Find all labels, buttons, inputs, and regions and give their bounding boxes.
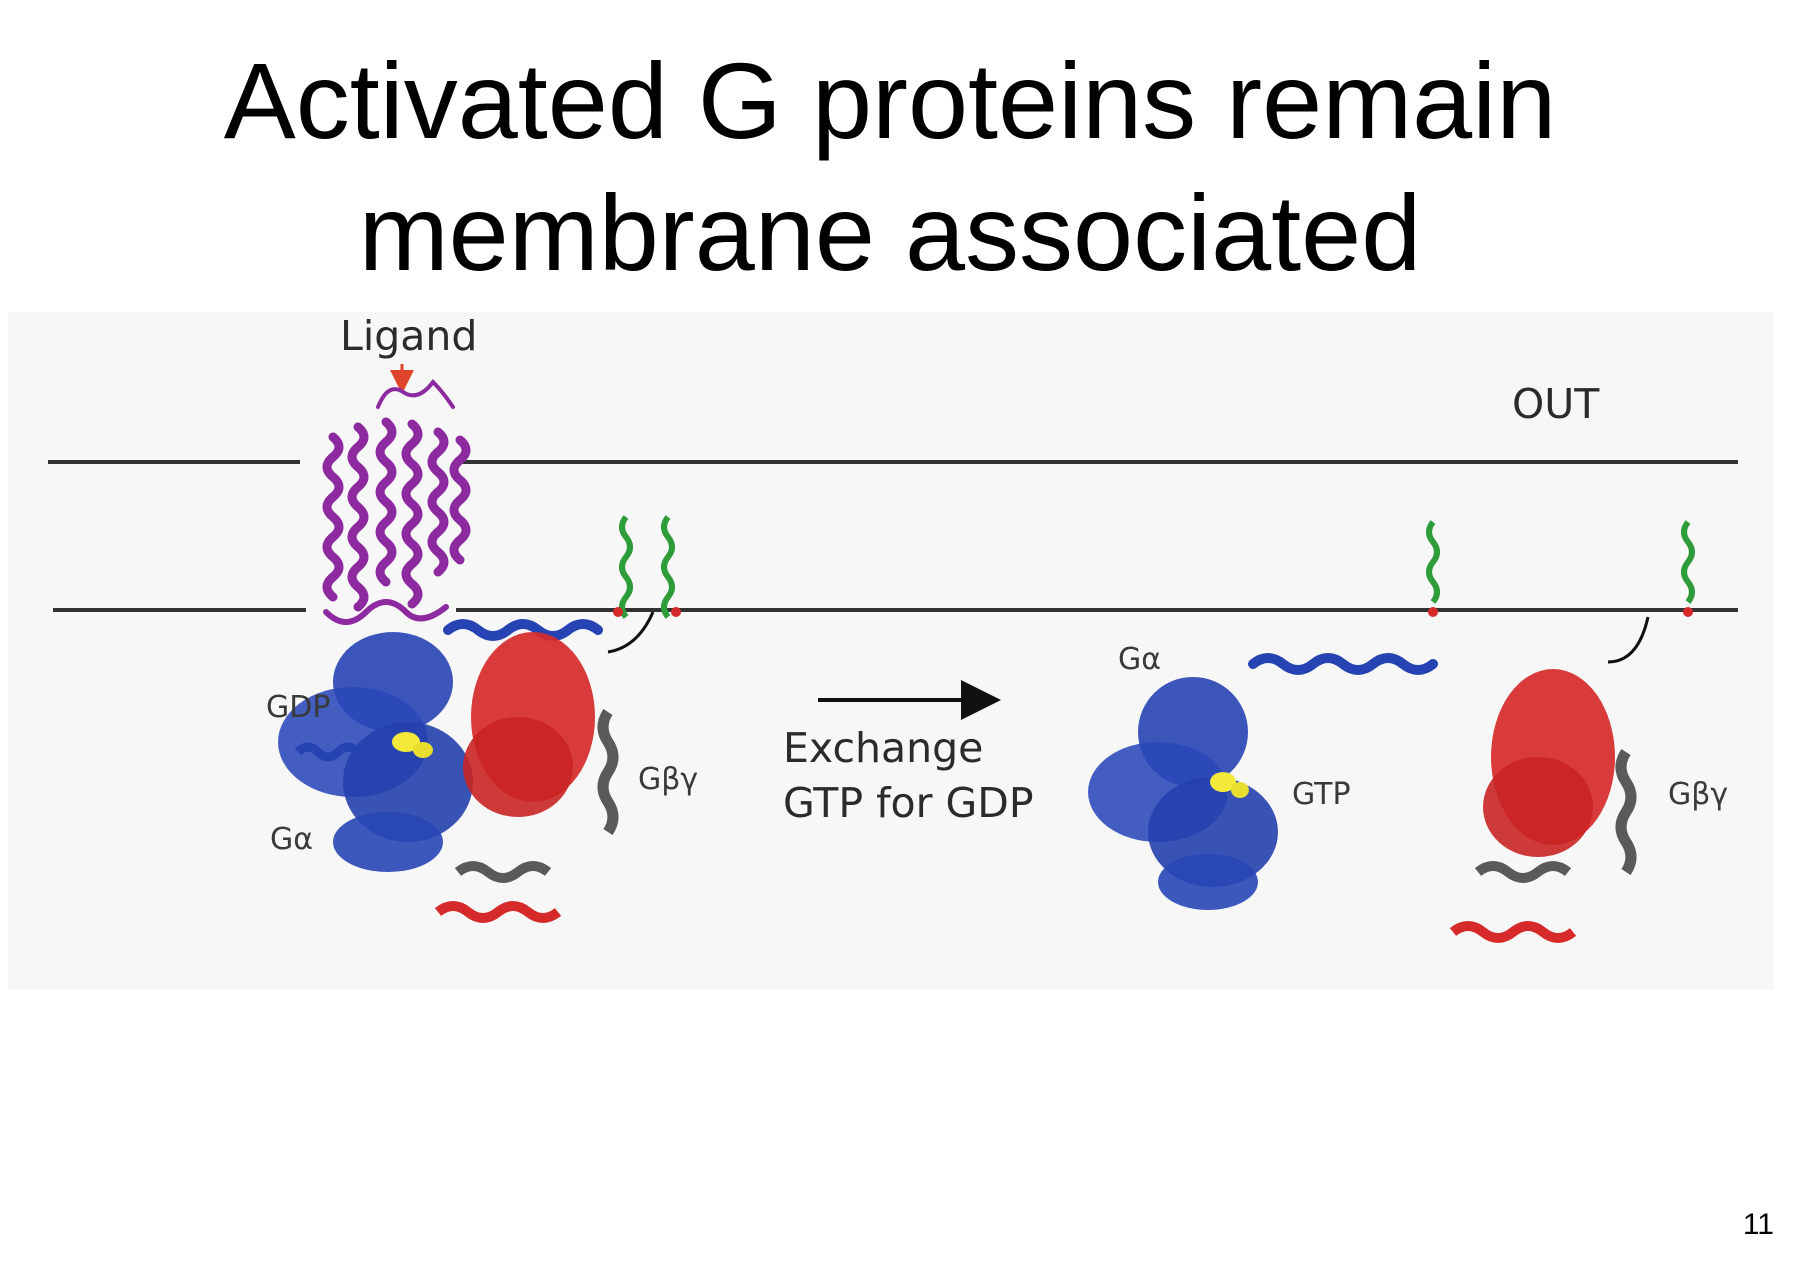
lipid-anchor-left xyxy=(613,515,681,619)
galpha-subunit-left xyxy=(278,619,603,872)
gdp-molecule xyxy=(392,732,420,752)
page-number: 11 xyxy=(1742,1208,1774,1241)
gbetagamma-left-label: Gβγ xyxy=(638,762,699,797)
gtp-label: GTP xyxy=(1292,777,1351,812)
gbetagamma-subunit-left xyxy=(434,611,655,923)
out-label: OUT xyxy=(1512,380,1600,428)
membrane xyxy=(48,460,1738,612)
title-line-2: membrane associated xyxy=(358,172,1422,293)
gpcr-receptor xyxy=(322,378,471,625)
ligand-label: Ligand xyxy=(340,312,478,360)
gtp-molecule xyxy=(1210,772,1236,792)
galpha-right-label: Gα xyxy=(1118,642,1162,677)
g-protein-activation-diagram: Ligand OUT GDP Gα Gβγ Exchange GTP for G… xyxy=(8,312,1774,990)
slide-title: Activated G proteins remain membrane ass… xyxy=(0,35,1780,299)
gbetagamma-subunit-right xyxy=(1449,616,1650,943)
gbetagamma-right-label: Gβγ xyxy=(1668,777,1729,812)
exchange-label-line1: Exchange xyxy=(783,724,984,772)
diagram-canvas xyxy=(8,312,1774,990)
gdp-label: GDP xyxy=(266,690,331,725)
galpha-subunit-right xyxy=(1088,653,1438,910)
exchange-label-line2: GTP for GDP xyxy=(783,779,1034,827)
galpha-left-label: Gα xyxy=(270,822,314,857)
figure-panel xyxy=(8,312,1774,990)
title-line-1: Activated G proteins remain xyxy=(223,40,1557,161)
lipid-anchor-right xyxy=(1426,520,1695,617)
